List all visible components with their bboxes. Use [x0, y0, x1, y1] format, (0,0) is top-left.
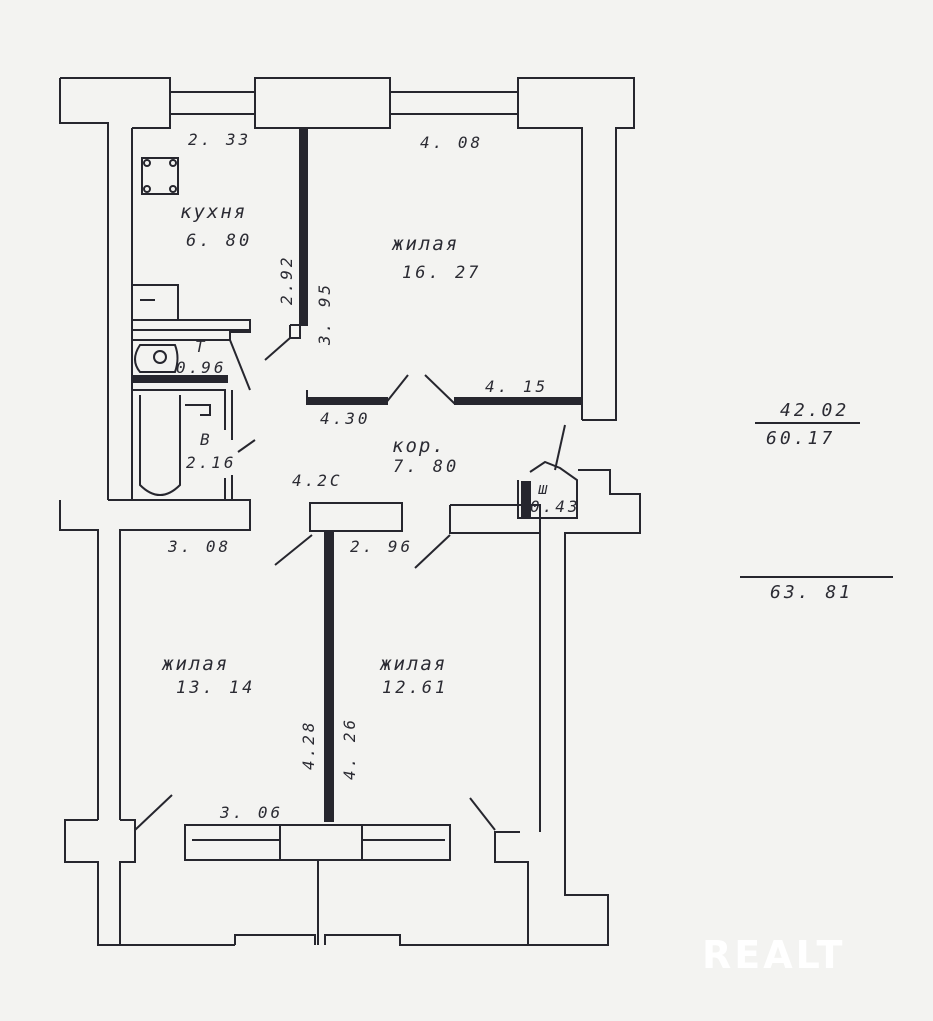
closet-label: ш [538, 479, 551, 498]
total-overall-area: 63. 81 [770, 582, 853, 603]
kitchen-name: кухня [180, 201, 247, 223]
living-left-dim-bottom: 3. 06 [219, 803, 283, 822]
bath-label: В [200, 430, 213, 449]
kitchen-dim-top: 2. 33 [188, 130, 251, 149]
living-top-dim-bottom-left: 4.30 [320, 409, 371, 428]
kitchen-dim-side: 2.92 [277, 254, 296, 305]
walls [59, 77, 893, 946]
total-living-area: 42.02 [780, 400, 849, 421]
realt-watermark: REALT [702, 933, 845, 977]
bath-area: 2.16 [186, 453, 237, 472]
living-right-dim-top: 2. 96 [350, 537, 413, 556]
corridor-name: кор. [392, 435, 446, 457]
corridor-dim: 4.2С [292, 471, 343, 490]
kitchen-area: 6. 80 [186, 231, 252, 251]
toilet-area: 0.96 [176, 358, 227, 377]
living-left-dim-side: 4.28 [299, 719, 318, 770]
living-top-dim-top: 4. 08 [420, 133, 483, 152]
total-general-area: 60.17 [766, 428, 835, 449]
living-top-dim-side: 3. 95 [315, 282, 334, 346]
living-right-name: жилая [379, 653, 447, 675]
living-left-area: 13. 14 [176, 678, 255, 698]
toilet-label: Т [195, 337, 208, 356]
living-left-dim-top: 3. 08 [167, 537, 231, 556]
living-right-dim-side: 4. 26 [340, 717, 359, 780]
living-top-name: жилая [391, 233, 459, 255]
living-left-name: жилая [161, 653, 229, 675]
living-right-area: 12.61 [382, 678, 448, 698]
closet-area: 0.43 [530, 497, 581, 516]
living-top-dim-bottom-right: 4. 15 [485, 377, 548, 396]
corridor-area: 7. 80 [393, 457, 459, 477]
living-top-area: 16. 27 [402, 263, 481, 283]
